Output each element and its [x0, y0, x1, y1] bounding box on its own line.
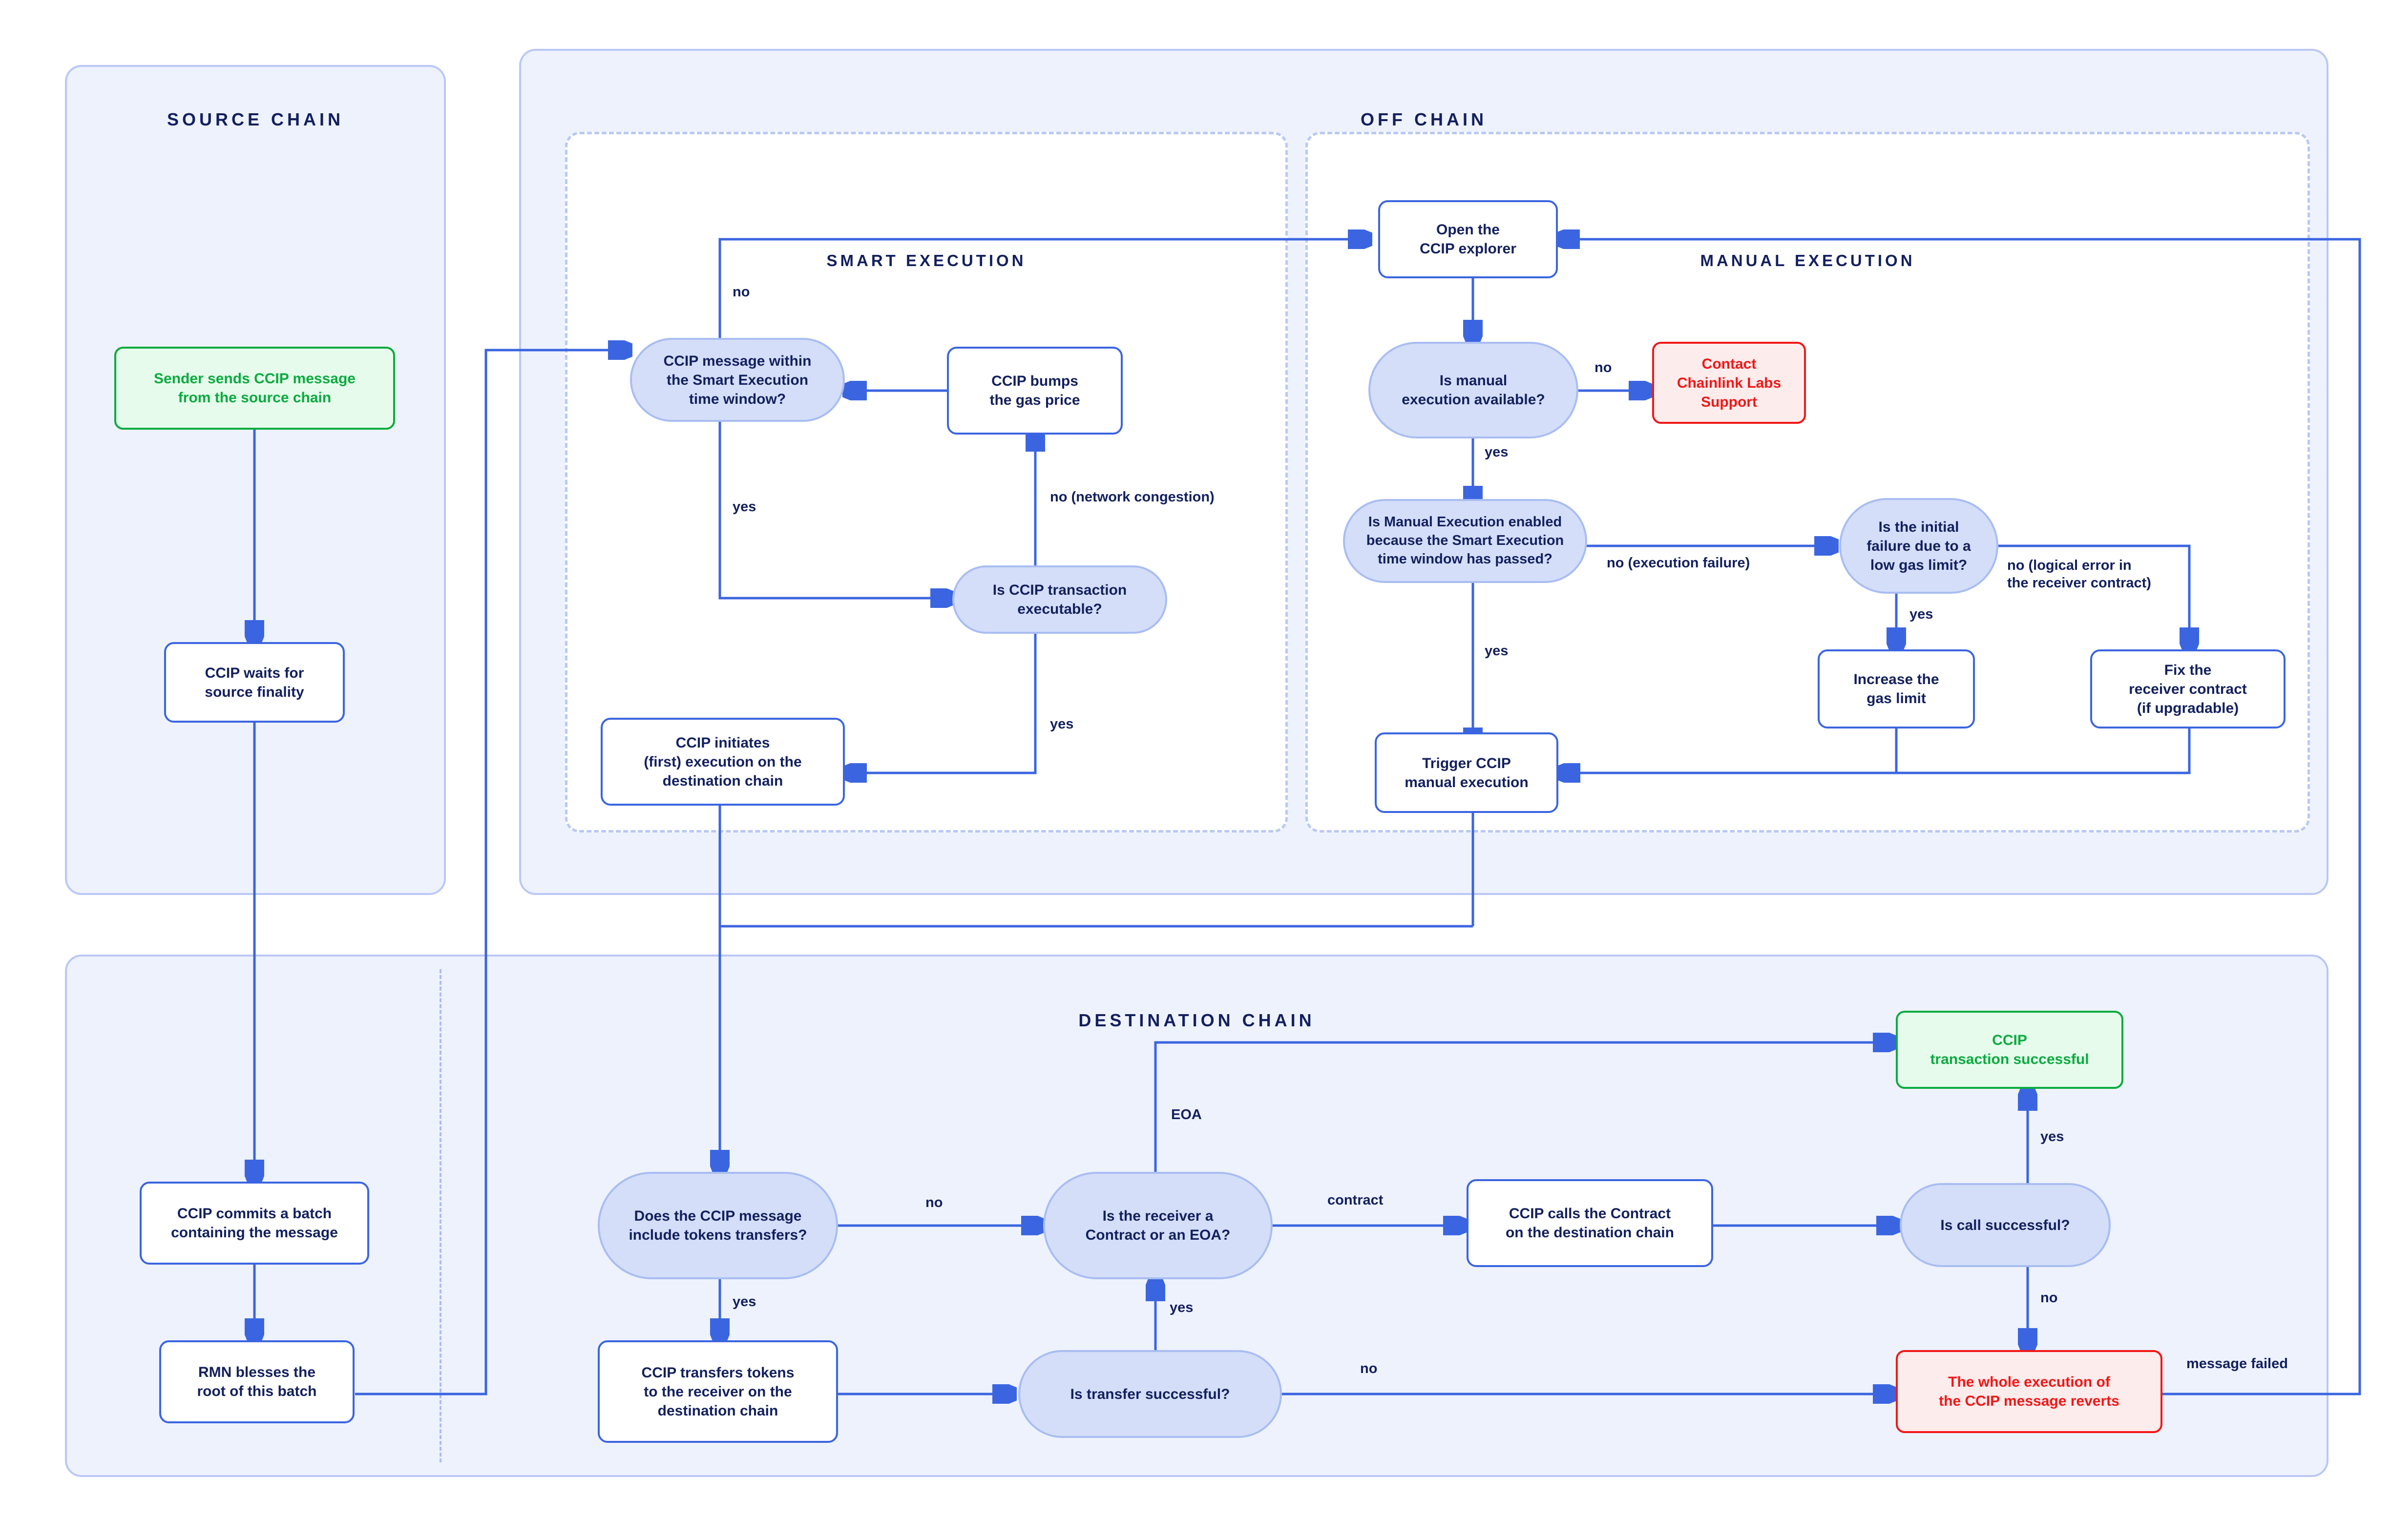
node-is-manual-execution-enabled[interactable]: Is Manual Execution enabled because the …: [1343, 499, 1587, 583]
edge-label-window-no: no: [733, 284, 750, 300]
node-is-receiver-contract-or-eoa[interactable]: Is the receiver a Contract or an EOA?: [1043, 1172, 1273, 1279]
destination-chain-divider: [440, 969, 441, 1462]
node-is-ccip-transaction-executable[interactable]: Is CCIP transaction executable?: [952, 565, 1167, 634]
node-contact-chainlink-labs-support[interactable]: Contact Chainlink Labs Support: [1652, 342, 1806, 424]
node-is-manual-execution-available[interactable]: Is manual execution available?: [1368, 342, 1578, 438]
node-whole-execution-reverts[interactable]: The whole execution of the CCIP message …: [1896, 1350, 2162, 1433]
node-sender-sends[interactable]: Sender sends CCIP message from the sourc…: [114, 347, 395, 430]
edge-label-manual-enabled-yes: yes: [1485, 643, 1509, 659]
edge-label-network-congestion: no (network congestion): [1050, 489, 1215, 505]
node-is-transfer-successful[interactable]: Is transfer successful?: [1018, 1350, 1282, 1438]
node-increase-gas-limit[interactable]: Increase the gas limit: [1818, 649, 1975, 728]
panel-source-chain-title: SOURCE CHAIN: [167, 109, 344, 129]
node-ccip-waits-finality[interactable]: CCIP waits for source finality: [164, 642, 345, 723]
edge-label-call-yes: yes: [2040, 1129, 2064, 1145]
node-within-smart-execution-window[interactable]: CCIP message within the Smart Execution …: [630, 338, 845, 422]
panel-smart-execution-title: SMART EXECUTION: [826, 251, 1027, 270]
node-ccip-bumps-gas[interactable]: CCIP bumps the gas price: [947, 347, 1123, 435]
edge-label-eoa: EOA: [1171, 1107, 1202, 1123]
edge-label-contract: contract: [1327, 1192, 1384, 1208]
edge-label-tokens-no: no: [925, 1195, 943, 1210]
panel-source-chain: SOURCE CHAIN: [65, 65, 446, 895]
edge-label-logical-error: no (logical error in the receiver contra…: [2007, 558, 2151, 591]
edge-label-manual-available-no: no: [1594, 360, 1612, 375]
node-is-call-successful[interactable]: Is call successful?: [1900, 1183, 2111, 1267]
node-rmn-blesses[interactable]: RMN blesses the root of this batch: [159, 1340, 355, 1423]
panel-destination-chain-title: DESTINATION CHAIN: [1078, 1010, 1315, 1030]
node-is-initial-failure-low-gas-limit[interactable]: Is the initial failure due to a low gas …: [1839, 498, 1998, 594]
node-ccip-transaction-successful[interactable]: CCIP transaction successful: [1896, 1011, 2123, 1089]
edge-label-call-no: no: [2040, 1290, 2058, 1306]
panel-off-chain-title: OFF CHAIN: [1361, 109, 1487, 129]
edge-label-gas-limit-yes: yes: [1909, 606, 1933, 622]
node-ccip-transfers-tokens[interactable]: CCIP transfers tokens to the receiver on…: [598, 1340, 838, 1443]
node-ccip-calls-contract[interactable]: CCIP calls the Contract on the destinati…: [1467, 1179, 1713, 1267]
edge-label-executable-yes: yes: [1050, 716, 1074, 732]
edge-label-message-failed: message failed: [2186, 1356, 2288, 1372]
node-does-message-include-token-transfers[interactable]: Does the CCIP message include tokens tra…: [598, 1172, 838, 1279]
edge-label-window-yes: yes: [733, 499, 756, 515]
node-ccip-initiates-execution[interactable]: CCIP initiates (first) execution on the …: [601, 718, 845, 806]
edge-label-transfer-yes: yes: [1170, 1300, 1194, 1315]
node-trigger-ccip-manual-execution[interactable]: Trigger CCIP manual execution: [1375, 732, 1558, 813]
edge-label-transfer-no: no: [1360, 1361, 1378, 1376]
node-fix-receiver-contract[interactable]: Fix the receiver contract (if upgradable…: [2090, 649, 2286, 728]
node-ccip-commits-batch[interactable]: CCIP commits a batch containing the mess…: [140, 1182, 369, 1265]
edge-label-execution-failure: no (execution failure): [1607, 555, 1750, 571]
edge-label-tokens-yes: yes: [733, 1294, 756, 1310]
node-open-ccip-explorer[interactable]: Open the CCIP explorer: [1378, 200, 1558, 278]
edge-label-manual-available-yes: yes: [1485, 444, 1509, 460]
